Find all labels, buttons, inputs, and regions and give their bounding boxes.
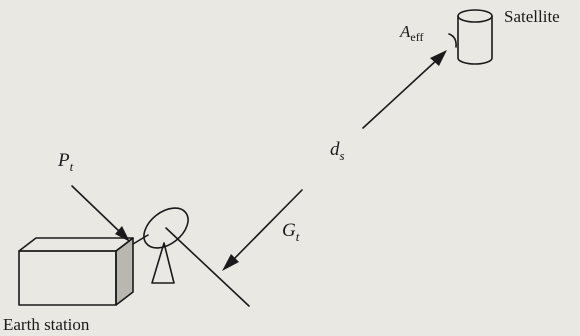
- earth-station-label: Earth station: [3, 315, 90, 334]
- satellite-icon: [458, 10, 492, 64]
- aeff-pointer: [449, 34, 456, 47]
- gt-label: Gt: [282, 220, 300, 244]
- satellite-label: Satellite: [504, 7, 560, 26]
- earth-station-building: [19, 238, 133, 305]
- antenna-beam-line: [166, 228, 249, 306]
- ds-label: ds: [330, 139, 345, 163]
- pt-label: Pt: [57, 150, 74, 174]
- pt-pointer-arrow: [72, 186, 130, 242]
- aeff-label: Aeff: [399, 22, 424, 44]
- dish-antenna-icon: [133, 200, 196, 283]
- uplink-arrow: [363, 50, 447, 128]
